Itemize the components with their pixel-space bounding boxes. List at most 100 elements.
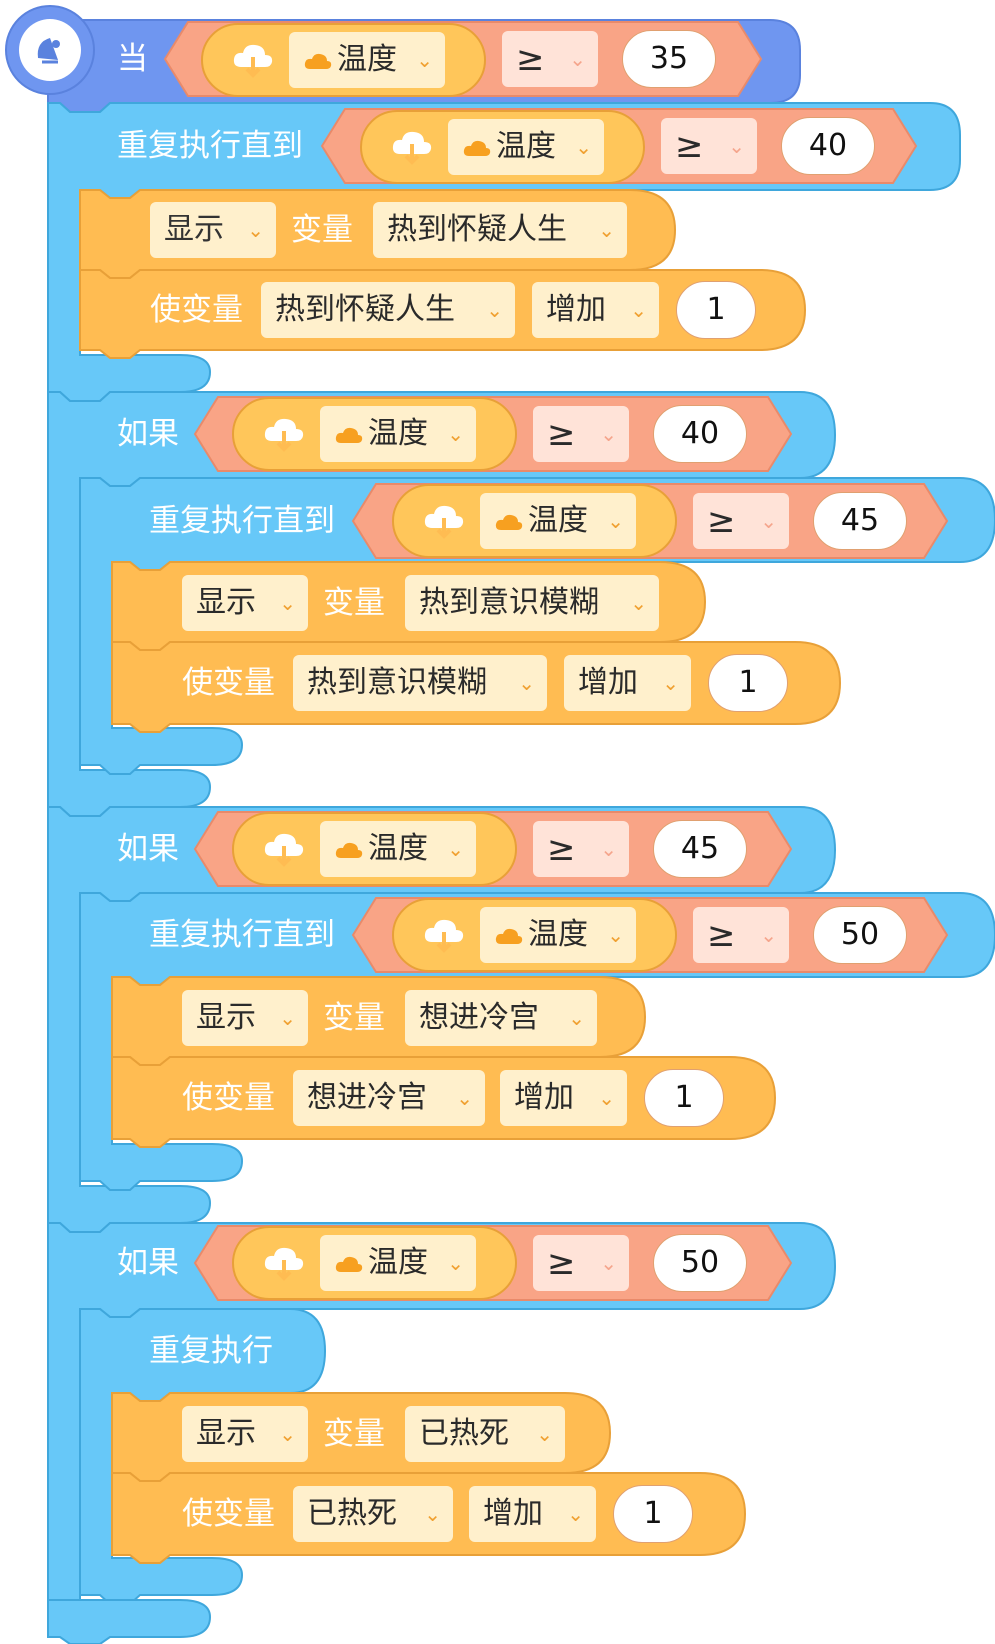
if3-sensor-label: 温度	[368, 1245, 428, 1280]
if1-loop-label: 重复执行直到	[149, 503, 335, 539]
if1-loop-sensor-block[interactable]: 温度 ⌄	[392, 484, 677, 558]
if2-loop-sensor-dropdown[interactable]: 温度 ⌄	[480, 907, 636, 963]
loop1-change-var-label: 热到怀疑人生	[275, 292, 455, 327]
loop1-change-op-dropdown[interactable]: 增加 ⌄	[532, 282, 659, 338]
if2-show-var-label: 想进冷宫	[419, 1000, 539, 1035]
if3-show-label: 显示	[196, 1416, 256, 1451]
if3-value-input[interactable]: 50	[653, 1234, 747, 1292]
if3-show-var-label: 已热死	[419, 1416, 509, 1451]
chevron-down-icon: ⌄	[456, 1086, 473, 1110]
if1-change-var-label: 热到意识模糊	[307, 665, 487, 700]
if3-change-label: 使变量	[182, 1496, 275, 1532]
chevron-down-icon: ⌄	[279, 1422, 296, 1446]
chevron-down-icon: ⌄	[424, 1502, 441, 1526]
chevron-down-icon: ⌄	[600, 837, 617, 861]
chevron-down-icon: ⌄	[728, 134, 745, 158]
chevron-down-icon: ⌄	[486, 298, 503, 322]
if3-sensor-block[interactable]: 温度 ⌄	[232, 1226, 517, 1300]
if1-value-input[interactable]: 40	[653, 405, 747, 463]
if1-show-dropdown[interactable]: 显示 ⌄	[182, 575, 308, 631]
main-stack-end	[47, 1599, 212, 1644]
if2-show-dropdown[interactable]: 显示 ⌄	[182, 990, 308, 1046]
if3-operator-dropdown[interactable]: ≥ ⌄	[533, 1235, 629, 1291]
chevron-down-icon: ⌄	[600, 1251, 617, 1275]
if3-sensor-dropdown[interactable]: 温度 ⌄	[320, 1235, 476, 1291]
loop1-show-dropdown[interactable]: 显示 ⌄	[150, 202, 276, 258]
hat-operator-dropdown[interactable]: ≥ ⌄	[502, 31, 598, 87]
if3-change-var-dropdown[interactable]: 已热死 ⌄	[293, 1486, 453, 1542]
chevron-down-icon: ⌄	[416, 48, 433, 72]
if1-show-var-label: 热到意识模糊	[419, 585, 599, 620]
if2-loop-operator-dropdown[interactable]: ≥ ⌄	[693, 907, 789, 963]
if2-label: 如果	[117, 831, 179, 867]
if1-loop-sensor-dropdown[interactable]: 温度 ⌄	[480, 493, 636, 549]
loop1-sensor-block[interactable]: 温度 ⌄	[360, 110, 645, 184]
cloud-icon	[495, 514, 523, 530]
loop1-show-var-dropdown[interactable]: 热到怀疑人生 ⌄	[373, 202, 627, 258]
if1-loop-operator-label: ≥	[707, 501, 736, 541]
if2-loop-label: 重复执行直到	[149, 917, 335, 953]
if3-show-var-dropdown[interactable]: 已热死 ⌄	[405, 1406, 565, 1462]
if2-value-input[interactable]: 45	[653, 820, 747, 878]
hat-keyword: 当	[117, 41, 148, 77]
loop1-label: 重复执行直到	[117, 128, 303, 164]
chevron-down-icon: ⌄	[447, 837, 464, 861]
cloud-icon	[463, 140, 491, 156]
if2-change-var-dropdown[interactable]: 想进冷宫 ⌄	[293, 1070, 485, 1126]
hat-value-input[interactable]: 35	[622, 30, 716, 88]
if3-change-amount-input[interactable]: 1	[613, 1485, 693, 1543]
if1-change-var-dropdown[interactable]: 热到意识模糊 ⌄	[293, 655, 547, 711]
if2-loop-sensor-label: 温度	[528, 917, 588, 952]
if1-sensor-dropdown[interactable]: 温度 ⌄	[320, 406, 476, 462]
if1-sensor-label: 温度	[368, 416, 428, 451]
chevron-down-icon: ⌄	[598, 218, 615, 242]
hat-sensor-dropdown[interactable]: 温度 ⌄	[289, 32, 445, 88]
if2-sensor-block[interactable]: 温度 ⌄	[232, 812, 517, 886]
if1-loop-operator-dropdown[interactable]: ≥ ⌄	[693, 493, 789, 549]
loop1-change-var-dropdown[interactable]: 热到怀疑人生 ⌄	[261, 282, 515, 338]
if2-operator-dropdown[interactable]: ≥ ⌄	[533, 821, 629, 877]
if1-change-amount-input[interactable]: 1	[708, 654, 788, 712]
loop1-change-amount-input[interactable]: 1	[676, 281, 756, 339]
if2-show-var-dropdown[interactable]: 想进冷宫 ⌄	[405, 990, 597, 1046]
if2-change-amount-input[interactable]: 1	[644, 1069, 724, 1127]
chevron-down-icon: ⌄	[662, 671, 679, 695]
if3-change-var-label: 已热死	[307, 1496, 397, 1531]
chevron-down-icon: ⌄	[447, 1251, 464, 1275]
chevron-down-icon: ⌄	[630, 591, 647, 615]
if1-change-op-dropdown[interactable]: 增加 ⌄	[564, 655, 691, 711]
cloud-download-icon	[264, 1247, 304, 1281]
if2-change-var-label: 想进冷宫	[307, 1080, 427, 1115]
hat-sensor-block[interactable]: 温度 ⌄	[201, 23, 486, 97]
loop1-value-input[interactable]: 40	[781, 117, 875, 175]
if2-sensor-dropdown[interactable]: 温度 ⌄	[320, 821, 476, 877]
if3-loop-label: 重复执行	[149, 1333, 273, 1369]
if1-show-var-dropdown[interactable]: 热到意识模糊 ⌄	[405, 575, 659, 631]
if2-loop-sensor-block[interactable]: 温度 ⌄	[392, 898, 677, 972]
hat-operator-label: ≥	[516, 39, 545, 79]
if1-loop-value-input[interactable]: 45	[813, 492, 907, 550]
if2-loop-value-input[interactable]: 50	[813, 906, 907, 964]
if1-show-label: 显示	[196, 585, 256, 620]
loop1-operator-dropdown[interactable]: ≥ ⌄	[661, 118, 757, 174]
if2-change-op-dropdown[interactable]: 增加 ⌄	[500, 1070, 627, 1126]
chevron-down-icon: ⌄	[607, 923, 624, 947]
chevron-down-icon: ⌄	[568, 1006, 585, 1030]
loop1-change-op-label: 增加	[546, 292, 606, 327]
if2-sensor-label: 温度	[368, 831, 428, 866]
loop1-show-var-label: 热到怀疑人生	[387, 212, 567, 247]
if1-sensor-block[interactable]: 温度 ⌄	[232, 397, 517, 471]
chevron-down-icon: ⌄	[447, 422, 464, 446]
if3-label: 如果	[117, 1245, 179, 1281]
if3-show-var-word: 变量	[323, 1416, 385, 1452]
if3-change-op-dropdown[interactable]: 增加 ⌄	[469, 1486, 596, 1542]
if2-show-label: 显示	[196, 1000, 256, 1035]
loop1-sensor-dropdown[interactable]: 温度 ⌄	[448, 119, 604, 175]
chevron-down-icon: ⌄	[760, 509, 777, 533]
loop1-change-label: 使变量	[150, 292, 243, 328]
if1-operator-dropdown[interactable]: ≥ ⌄	[533, 406, 629, 462]
if2-change-op-label: 增加	[514, 1080, 574, 1115]
chevron-down-icon: ⌄	[630, 298, 647, 322]
if3-show-dropdown[interactable]: 显示 ⌄	[182, 1406, 308, 1462]
